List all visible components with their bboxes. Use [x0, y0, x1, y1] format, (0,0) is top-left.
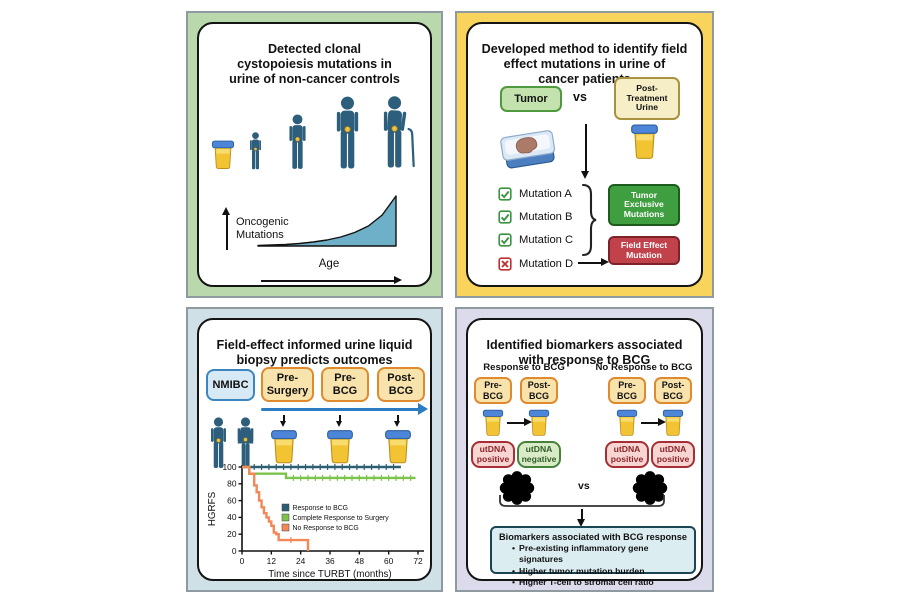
svg-text:48: 48	[355, 556, 365, 566]
vs-label: vs	[578, 480, 590, 492]
tumor-exclusive-mutations-box: Tumor Exclusive Mutations	[608, 184, 680, 226]
urine-cup-icon	[630, 124, 659, 160]
svg-text:Time since TURBT (months): Time since TURBT (months)	[268, 569, 391, 580]
responder-column-header: Response to BCG	[483, 362, 565, 373]
teen-figure-icon	[285, 114, 310, 170]
down-arrow-icon	[394, 415, 400, 427]
svg-text:20: 20	[227, 529, 237, 539]
svg-text:24: 24	[296, 556, 306, 566]
field-effect-mutation-box: Field Effect Mutation	[608, 236, 680, 265]
panel-field-effect-method: Developed method to identify field effec…	[455, 11, 714, 298]
panel-card: Identified biomarkers associated with re…	[466, 318, 703, 587]
urine-cup-icon	[616, 409, 638, 437]
x-axis-concept-label: Age	[318, 258, 340, 270]
tumor-tissue-icon	[496, 124, 560, 177]
tumor-box: Tumor	[500, 86, 562, 112]
mutation-label: Mutation A	[519, 188, 572, 200]
utdna-positive-badge: utDNA positive	[471, 441, 515, 468]
urine-cup-icon	[662, 409, 684, 437]
right-arrow-icon	[261, 276, 402, 285]
svg-text:80: 80	[227, 479, 237, 489]
checkbox-crossed-icon	[498, 257, 512, 271]
mutation-row: Mutation B	[498, 209, 572, 225]
panel-bcg-biomarkers: Identified biomarkers associated with re…	[455, 307, 714, 592]
down-arrow-icon	[280, 415, 286, 427]
panel-liquid-biopsy-outcomes: Field-effect informed urine liquid biops…	[186, 307, 443, 592]
biomarkers-summary-box: Biomarkers associated with BCG response …	[490, 526, 696, 587]
panel-card: Field-effect informed urine liquid biops…	[197, 318, 432, 581]
mutation-row: Mutation D	[498, 256, 573, 272]
utdna-positive-badge: utDNA positive	[605, 441, 649, 468]
post-bcg-box: Post- BCG	[654, 377, 692, 404]
svg-text:No Response to BCG: No Response to BCG	[293, 525, 359, 532]
svg-text:HGRFS: HGRFS	[207, 491, 218, 526]
utdna-positive-badge: utDNA positive	[651, 441, 695, 468]
svg-text:40: 40	[227, 512, 237, 522]
timeline-arrow-icon	[261, 402, 428, 417]
y-axis-concept-label: Oncogenic Mutations	[236, 216, 289, 241]
svg-text:60: 60	[227, 495, 237, 505]
timeline-box-post-bcg: Post- BCG	[377, 367, 425, 402]
svg-text:100: 100	[223, 462, 237, 472]
mutation-label: Mutation D	[519, 258, 574, 270]
post-bcg-box: Post- BCG	[520, 377, 558, 404]
down-arrow-icon	[581, 124, 590, 179]
checkbox-checked-icon	[498, 233, 512, 247]
mutation-label: Mutation B	[519, 211, 573, 223]
curly-brace-icon	[581, 183, 597, 257]
svg-text:60: 60	[384, 556, 394, 566]
urine-cup-icon	[482, 409, 504, 437]
right-arrow-icon	[641, 418, 666, 427]
bracket-icon	[499, 495, 665, 507]
vs-label: vs	[573, 90, 587, 104]
summary-bullet: •Pre-existing inflammatory gene signatur…	[512, 543, 649, 565]
svg-text:12: 12	[267, 556, 277, 566]
age-mutations-area-chart	[257, 195, 397, 247]
checkbox-checked-icon	[498, 210, 512, 224]
adult-figure-icon	[331, 96, 364, 170]
timeline-box-nmibc: NMIBC	[206, 369, 255, 401]
up-arrow-icon	[222, 207, 231, 250]
right-arrow-icon	[507, 418, 532, 427]
pre-bcg-box: Pre- BCG	[474, 377, 512, 404]
mutation-label: Mutation C	[519, 234, 574, 246]
svg-text:0: 0	[240, 556, 245, 566]
timeline-box-pre-surgery: Pre- Surgery	[261, 367, 314, 402]
panel-clonal-mutations: Detected clonal cystopoiesis mutations i…	[186, 11, 443, 298]
svg-text:72: 72	[413, 556, 423, 566]
panel-title: Field-effect informed urine liquid biops…	[216, 338, 413, 368]
pre-bcg-box: Pre- BCG	[608, 377, 646, 404]
child-figure-icon	[247, 132, 264, 170]
panel-title: Developed method to identify field effec…	[481, 42, 688, 86]
right-arrow-icon	[578, 258, 609, 267]
utdna-negative-badge: utDNA negative	[517, 441, 561, 468]
panel-card: Detected clonal cystopoiesis mutations i…	[197, 22, 432, 287]
summary-bullet: •Higher tumor mutation burden	[512, 565, 645, 576]
summary-bullet: •Higher T-cell to stromal cell ratio	[512, 576, 654, 587]
mutation-row: Mutation C	[498, 232, 573, 248]
mutation-row: Mutation A	[498, 186, 572, 202]
elderly-figure-icon	[379, 94, 419, 170]
svg-text:36: 36	[325, 556, 335, 566]
svg-text:Complete Response to Surgery: Complete Response to Surgery	[293, 515, 390, 522]
down-arrow-icon	[577, 509, 586, 527]
summary-title: Biomarkers associated with BCG response	[499, 532, 687, 542]
svg-text:Response to BCG: Response to BCG	[293, 505, 349, 512]
panel-card: Developed method to identify field effec…	[466, 22, 703, 287]
panel-title: Identified biomarkers associated with re…	[486, 338, 683, 368]
down-arrow-icon	[336, 415, 342, 427]
panel-title: Detected clonal cystopoiesis mutations i…	[229, 42, 400, 86]
svg-text:0: 0	[232, 546, 237, 556]
nonresponder-column-header: No Response to BCG	[595, 362, 693, 373]
checkbox-checked-icon	[498, 187, 512, 201]
urine-cup-icon	[211, 140, 235, 170]
timeline-box-pre-bcg: Pre- BCG	[321, 367, 369, 402]
urine-cup-icon	[528, 409, 550, 437]
post-treatment-urine-box: Post- Treatment Urine	[614, 77, 680, 120]
